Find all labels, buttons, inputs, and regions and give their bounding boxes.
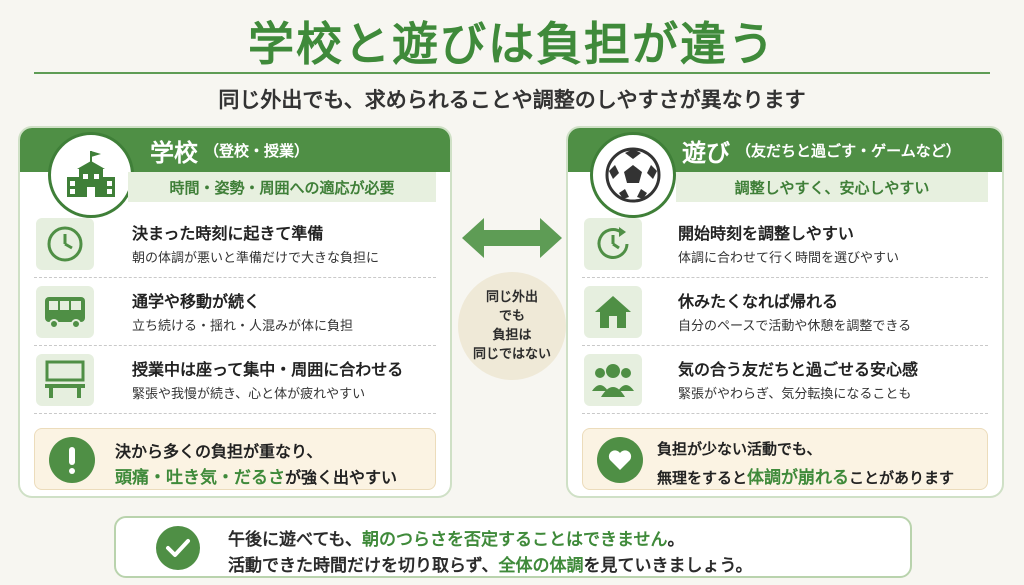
bottom-line2: 活動できた時間だけを切り取らず、全体の体調を見ていきましょう。 <box>228 551 752 576</box>
play-item: 休みたくなれば帰れる 自分のペースで活動や休憩を調整できる <box>582 278 988 346</box>
bottom-line1-pre: 午後に遊べても、 <box>228 530 362 550</box>
play-panel-subheading: 調整しやすく、安心しやすい <box>676 172 988 202</box>
school-building-icon <box>48 132 134 218</box>
center-line: でも <box>498 309 525 324</box>
play-panel: 遊び （友だちと過ごす・ゲームなど） 調整しやすく、安心しやすい 開始時刻を調整… <box>566 126 1004 498</box>
school-item: 授業中は座って集中・周囲に合わせる 緊張や我慢が続き、心と体が疲れやすい <box>34 346 436 414</box>
bottom-line1-post: 。 <box>667 530 685 550</box>
classroom-desk-icon <box>36 354 94 406</box>
page-title: 学校と遊びは負担が違う <box>248 17 776 71</box>
school-item-title: 通学や移動が続く <box>132 292 261 311</box>
school-item-desc: 立ち続ける・揺れ・人混みが体に負担 <box>132 319 354 334</box>
school-panel: 学校 （登校・授業） 時間・姿勢・周囲への適応が必要 決まった時刻に起きて準備 … <box>18 126 452 498</box>
play-item: 気の合う友だちと過ごせる安心感 緊張がやわらぎ、気分転換になることも <box>582 346 988 414</box>
school-note: 決から多くの負担が重なり、 頭痛・吐き気・だるさが強く出やすい <box>34 428 436 490</box>
play-item-title: 開始時刻を調整しやすい <box>678 224 854 243</box>
bottom-line2-highlight: 全体の体調 <box>498 556 584 576</box>
school-item-desc: 朝の体調が悪いと準備だけで大きな負担に <box>132 251 380 266</box>
bus-icon <box>36 286 94 338</box>
play-note-line2-post: ことがあります <box>849 469 955 487</box>
school-item: 通学や移動が続く 立ち続ける・揺れ・人混みが体に負担 <box>34 278 436 346</box>
center-line: 同じではない <box>472 347 551 362</box>
center-message: 同じ外出 でも 負担は 同じではない <box>458 272 566 380</box>
double-arrow-icon <box>462 218 562 258</box>
play-note-highlight: 体調が崩れる <box>747 468 850 488</box>
play-panel-header: 遊び （友だちと過ごす・ゲームなど） <box>568 128 1002 172</box>
school-item-title: 授業中は座って集中・周囲に合わせる <box>132 360 404 379</box>
bottom-message: 午後に遊べても、朝のつらさを否定することはできません。 活動できた時間だけを切り… <box>114 516 912 578</box>
bottom-line1-highlight: 朝のつらさを否定することはできません <box>361 530 668 550</box>
exclamation-icon <box>49 437 95 483</box>
play-note-line2-pre: 無理をすると <box>657 469 748 487</box>
bottom-line2-post: を見ていきましょう。 <box>583 556 753 576</box>
center-line: 同じ外出 <box>485 290 538 305</box>
play-note: 負担が少ない活動でも、 無理をすると体調が崩れることがあります <box>582 428 988 490</box>
school-item: 決まった時刻に起きて準備 朝の体調が悪いと準備だけで大きな負担に <box>34 210 436 278</box>
play-note-line1: 負担が少ない活動でも、 <box>657 440 822 458</box>
house-icon <box>584 286 642 338</box>
heart-icon <box>597 437 643 483</box>
group-people-icon <box>584 354 642 406</box>
bottom-line1: 午後に遊べても、朝のつらさを否定することはできません。 <box>228 525 684 550</box>
play-item-title: 休みたくなれば帰れる <box>678 292 839 311</box>
school-panel-title-sub: （登校・授業） <box>204 141 310 160</box>
page-subtitle: 同じ外出でも、求められることや調整のしやすさが異なります <box>218 88 806 112</box>
school-panel-title: 学校 <box>150 138 198 167</box>
check-icon <box>156 526 200 570</box>
play-item: 開始時刻を調整しやすい 体調に合わせて行く時間を選びやすい <box>582 210 988 278</box>
play-panel-title-sub: （友だちと過ごす・ゲームなど） <box>736 141 961 160</box>
school-note-highlight: 頭痛・吐き気・だるさ <box>115 468 285 488</box>
bottom-line2-pre: 活動できた時間だけを切り取らず、 <box>228 556 499 576</box>
school-item-title: 決まった時刻に起きて準備 <box>132 224 324 243</box>
title-divider <box>34 72 990 74</box>
clock-refresh-icon <box>584 218 642 270</box>
school-note-line1: 決から多くの負担が重なり、 <box>115 442 323 461</box>
play-item-desc: 緊張がやわらぎ、気分転換になることも <box>678 387 912 402</box>
play-item-desc: 体調に合わせて行く時間を選びやすい <box>678 251 900 266</box>
play-panel-title: 遊び <box>682 138 730 167</box>
play-note-line2: 無理をすると体調が崩れることがあります <box>657 463 954 488</box>
clock-icon <box>36 218 94 270</box>
school-note-line2: 頭痛・吐き気・だるさが強く出やすい <box>115 463 397 488</box>
play-item-desc: 自分のペースで活動や休憩を調整できる <box>678 319 912 334</box>
center-line: 負担は <box>492 328 532 343</box>
school-item-desc: 緊張や我慢が続き、心と体が疲れやすい <box>132 387 366 402</box>
school-note-line2-rest: が強く出やすい <box>285 468 398 487</box>
play-item-title: 気の合う友だちと過ごせる安心感 <box>678 360 919 379</box>
school-panel-subheading: 時間・姿勢・周囲への適応が必要 <box>128 172 436 202</box>
soccer-ball-icon <box>590 132 676 218</box>
